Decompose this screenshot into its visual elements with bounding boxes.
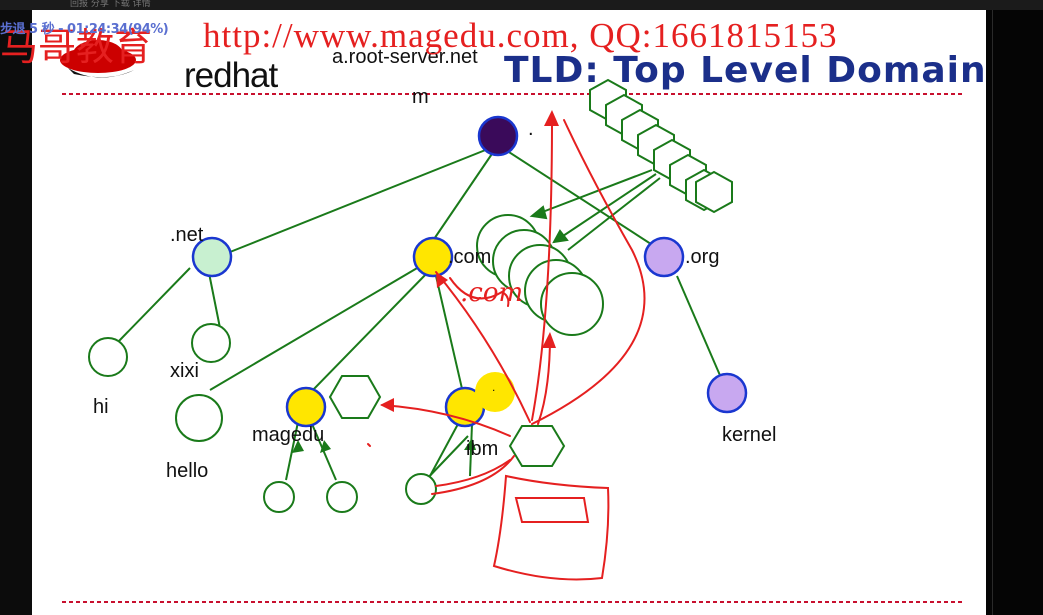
xixi-node: [191, 323, 231, 363]
org-label: .org: [685, 246, 720, 268]
magedu-child-node-2: [326, 481, 358, 513]
player-top-bar-text: 回报 分享 下载 详情: [70, 0, 151, 9]
magedu-dns-hexagon: [328, 375, 382, 419]
player-seek-status: 步退 5 秒 - 01:24:34(94%): [0, 22, 169, 37]
ibm-dns-hexagon: [508, 425, 566, 467]
pen-client-computer: [492, 474, 610, 581]
hex-to-com-arrows: [529, 169, 661, 251]
root-dot-label: .: [528, 118, 534, 140]
kernel-node: [706, 372, 748, 414]
tree-arrowheads: [292, 438, 476, 453]
pen-arrow-to-magedu: [381, 404, 511, 437]
root-server-label: a.root-server.net: [332, 46, 478, 68]
pen-arrow-to-tld: [531, 119, 646, 425]
ibm-dns-server-node: [475, 372, 515, 412]
com-server-circle-stack: [476, 214, 604, 336]
com-label: .com: [448, 246, 492, 268]
hi-label: hi: [93, 396, 109, 418]
player-top-bar: 回报 分享 下载 详情: [0, 0, 1043, 10]
org-node: [643, 236, 685, 278]
ibm-label: ibm: [466, 438, 499, 460]
tree-edges: [117, 144, 723, 485]
pen-arrow-to-root: [531, 119, 553, 421]
redhat-logo-icon: [60, 40, 136, 78]
pen-arrow-ibm-child: [435, 459, 511, 487]
tld-server-hexagon-stack: [589, 78, 733, 214]
watermark-brand: 马哥教育: [0, 25, 153, 69]
hello-label: hello: [166, 460, 209, 482]
magedu-label: magedu: [252, 424, 325, 446]
magedu-child-node-1: [263, 481, 295, 513]
redhat-logo-text: redhat: [184, 56, 278, 95]
root-server-label-wrap: m: [412, 86, 429, 108]
magedu-node: [285, 386, 327, 428]
kernel-label: kernel: [722, 424, 777, 446]
ibm-child-node: [405, 473, 437, 505]
net-node: [191, 236, 233, 278]
slide-canvas: redhat a.root-server.net m . .net .com .…: [32, 10, 986, 615]
ibm-server-dot-label: .: [492, 380, 496, 394]
root-node: [477, 115, 519, 157]
dns-tree-diagram: [60, 40, 964, 603]
xixi-label: xixi: [170, 360, 199, 382]
handwritten-com-annotation: .com: [460, 278, 524, 308]
red-pen-annotations: [367, 110, 646, 581]
net-label: .net: [170, 224, 204, 246]
pen-arrow-to-com: [435, 271, 531, 423]
slide-title: TLD: Top Level Domain: [504, 50, 986, 91]
com-node: [412, 236, 454, 278]
pen-arrow-to-com-servers: [537, 335, 551, 425]
hello-node: [175, 394, 223, 442]
player-right-panel: [986, 10, 1043, 615]
hi-node: [88, 337, 128, 377]
watermark-url: http://www.magedu.com, QQ:1661815153: [203, 16, 838, 55]
